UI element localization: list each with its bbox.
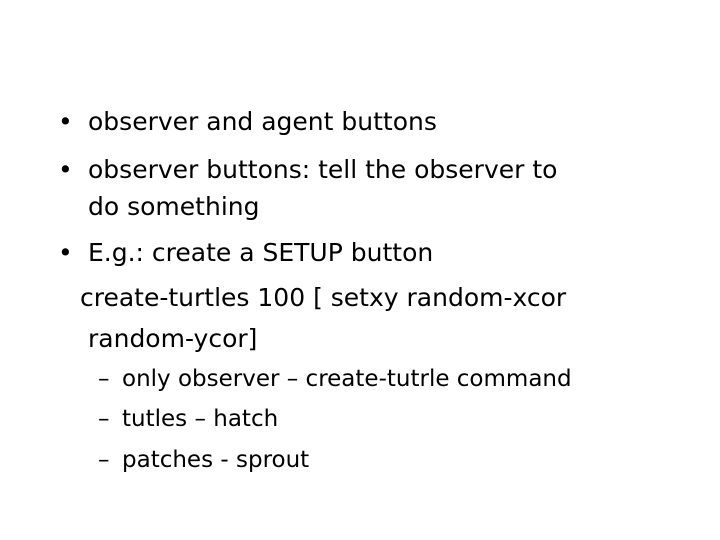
bullet-text: observer and agent buttons bbox=[88, 107, 437, 136]
bullet-marker: • bbox=[58, 155, 73, 184]
sub-bullet-text: only observer – create-tutrle command bbox=[122, 366, 572, 392]
sub-bullet-item: –patches - sprout bbox=[98, 443, 698, 477]
bullet-item: • E.g.: create a SETUP button bbox=[58, 232, 433, 273]
sub-bullet-item: –tutles – hatch bbox=[98, 402, 698, 436]
bullet-item: • observer buttons: tell the observer to bbox=[58, 149, 557, 190]
sub-bullet-text: patches - sprout bbox=[122, 447, 310, 473]
bullet-marker: • bbox=[58, 238, 73, 267]
sub-bullet-marker: – bbox=[98, 447, 110, 473]
bullet-text-continuation: do something bbox=[88, 192, 260, 221]
sub-bullet-marker: – bbox=[98, 406, 110, 432]
code-line: random-ycor] bbox=[88, 324, 258, 353]
bullet-marker: • bbox=[58, 107, 73, 136]
code-line: create-turtles 100 [ setxy random-xcor bbox=[80, 283, 567, 312]
sub-bullet-text: tutles – hatch bbox=[122, 406, 279, 432]
bullet-item: • observer and agent buttons bbox=[58, 101, 437, 142]
bullet-text: observer buttons: tell the observer to bbox=[88, 155, 558, 184]
bullet-text: E.g.: create a SETUP button bbox=[88, 238, 434, 267]
sub-bullet-marker: – bbox=[98, 366, 110, 392]
sub-bullet-item: –only observer – create-tutrle command bbox=[98, 362, 698, 396]
